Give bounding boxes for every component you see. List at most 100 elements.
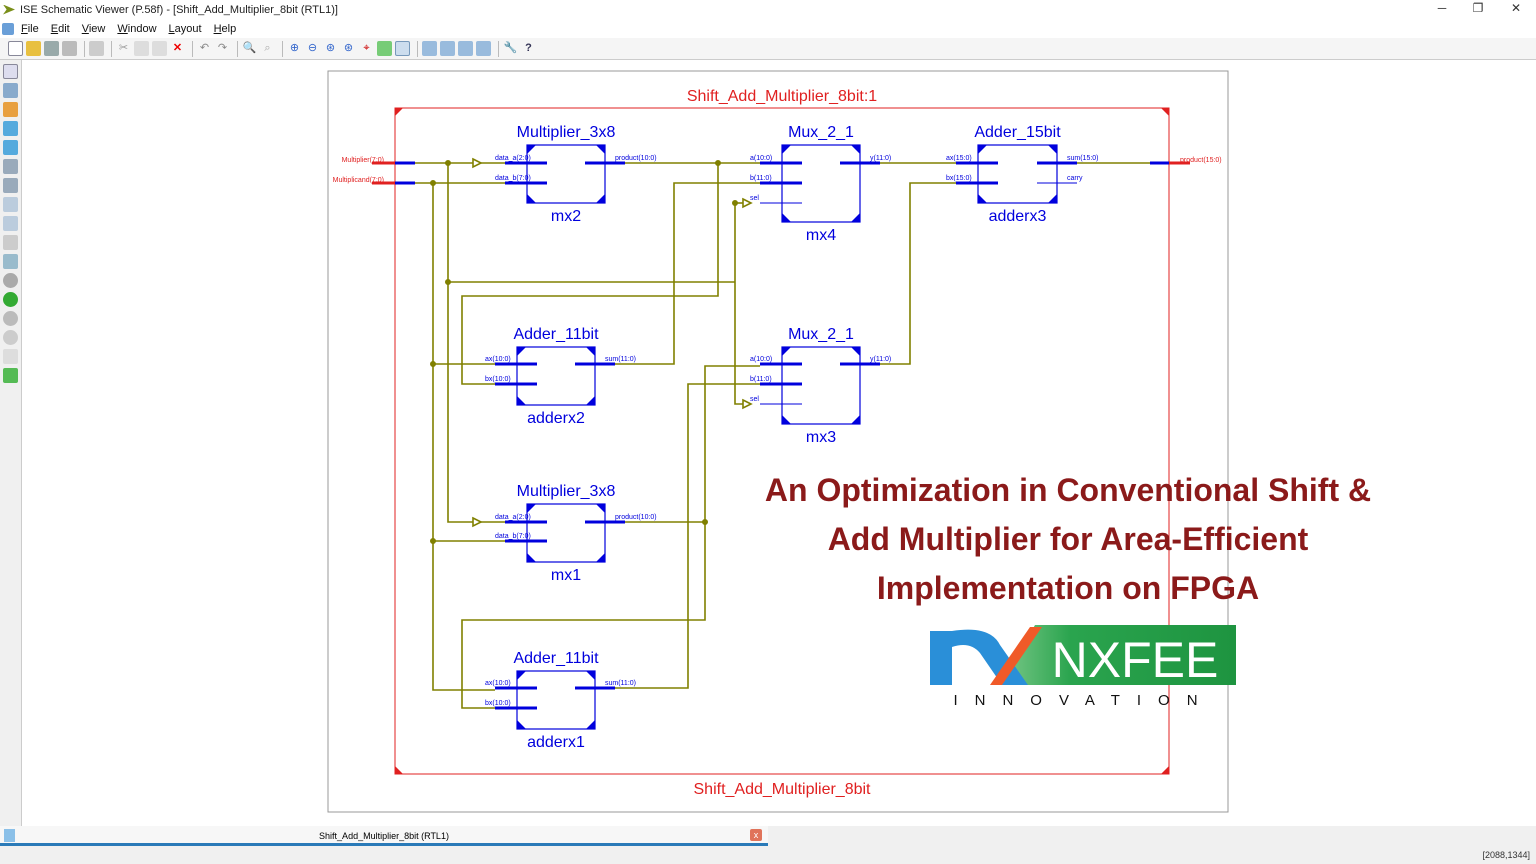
run-icon[interactable] [3,368,18,383]
properties-icon[interactable] [3,235,18,250]
menu-file[interactable]: File [21,22,39,35]
delete-icon[interactable]: ✕ [172,42,183,54]
tab-close-button[interactable]: x [750,829,762,841]
zoom-in-icon[interactable]: ⊕ [289,42,300,54]
zoom-area-icon[interactable]: ⌖ [363,42,370,54]
open-icon[interactable] [26,41,41,56]
expand-input-icon[interactable] [3,121,18,136]
wire[interactable] [461,163,719,385]
settings-wrench-icon[interactable]: 🔧 [503,42,518,54]
junction-dot [731,200,738,207]
menu-window[interactable]: Window [117,22,157,35]
left-toolbar [0,60,22,826]
menu-edit[interactable]: Edit [50,22,70,35]
redo-icon[interactable]: ↷ [217,42,228,54]
block-mx2[interactable]: Multiplier_3x8mx2data_a(2:0)data_b(7:0)p… [495,124,657,225]
tile-vertical-icon[interactable] [458,41,473,56]
port-label: data_a(2:0) [495,155,531,162]
wire[interactable] [432,183,495,691]
save-icon[interactable] [44,41,59,56]
schematic-icon[interactable] [3,178,18,193]
port-label: product(10:0) [615,514,657,521]
input-port-multiplicand[interactable]: Multiplicand(7:0) [333,177,384,184]
wire[interactable] [615,182,760,365]
expand-output-icon[interactable] [3,140,18,155]
back-icon[interactable] [3,292,18,307]
port-label: sum(15:0) [1067,155,1099,162]
trace-icon[interactable] [3,102,18,117]
float-icon[interactable] [476,41,491,56]
cut-icon[interactable]: ✂ [118,42,129,54]
app-logo-icon [3,4,15,15]
port-label: bx(10:0) [485,376,511,383]
document-icon [2,22,14,35]
document-tab[interactable]: Shift_Add_Multiplier_8bit (RTL1) x [0,826,768,846]
block-adderx1[interactable]: Adder_11bitadderx1ax(10:0)bx(10:0)sum(11… [485,650,636,751]
undo-icon[interactable]: ↶ [199,42,210,54]
find-icon[interactable]: 🔍 [242,42,257,54]
menu-layout[interactable]: Layout [168,22,202,35]
page-icon[interactable] [3,349,18,364]
pin-icon[interactable] [3,273,18,288]
block-body[interactable] [526,503,606,563]
close-button[interactable]: ✕ [1510,1,1522,15]
new-icon[interactable] [8,41,23,56]
port-label: bx(15:0) [946,175,972,182]
schematic-canvas[interactable] [22,60,1536,826]
logo-brand: NXFEE [1052,632,1219,688]
sheet2-icon[interactable] [3,216,18,231]
menu-bar: File Edit View Window Layout Help [0,19,1536,38]
output-port-product[interactable]: product(15:0) [1180,157,1222,164]
port-label: carry [1067,175,1083,182]
net-tool-icon[interactable] [3,83,18,98]
block-body[interactable] [977,144,1058,204]
help-icon[interactable]: ? [525,42,532,54]
zoom-selection-icon[interactable]: ⊛ [343,42,354,54]
refresh-icon[interactable] [377,41,392,56]
junction-dot [429,537,436,544]
minimize-button[interactable]: ─ [1437,1,1447,15]
tile-horizontal-icon[interactable] [440,41,455,56]
wire[interactable] [615,383,760,689]
menu-view[interactable]: View [81,22,106,35]
text-tool-icon[interactable] [3,254,18,269]
port-label: a(10:0) [750,356,772,363]
toolbar: ✂ ✕ ↶ ↷ 🔍 ⌕ ⊕ ⊖ ⊛ ⊛ ⌖ 🔧 ? [0,38,1536,60]
save-all-icon[interactable] [62,41,77,56]
restore-button[interactable]: ❐ [1472,1,1484,15]
zoom-fit-icon[interactable]: ⊛ [325,42,336,54]
wire[interactable] [447,163,505,523]
forward-icon[interactable] [3,311,18,326]
home-icon[interactable] [3,330,18,345]
sheet-icon[interactable] [3,197,18,212]
select-tool-icon[interactable] [3,64,18,79]
paste-icon[interactable] [152,41,167,56]
buffer-icon [742,398,753,410]
wire[interactable] [625,365,760,523]
port-label: y(11:0) [870,356,891,363]
block-type-label: Adder_11bit [513,650,599,667]
wire[interactable] [734,203,745,405]
block-mx1[interactable]: Multiplier_3x8mx1data_a(2:0)data_b(7:0)p… [495,483,657,584]
status-coordinates: [2088,1344] [1482,850,1530,860]
module-frame [394,107,1170,775]
cascade-icon[interactable] [422,41,437,56]
wire[interactable] [880,182,956,365]
block-adderx2[interactable]: Adder_11bitadderx2ax(10:0)bx(10:0)sum(11… [485,326,636,427]
block-instance-label: mx4 [806,227,836,244]
block-body[interactable] [516,346,596,406]
zoom-out-icon[interactable]: ⊖ [307,42,318,54]
print-icon[interactable] [89,41,104,56]
find-next-icon[interactable]: ⌕ [264,42,271,54]
input-port-multiplier[interactable]: Multiplier(7:0) [342,157,384,164]
copy-icon[interactable] [134,41,149,56]
block-body[interactable] [526,144,606,204]
hierarchy-icon[interactable] [3,159,18,174]
block-adderx3[interactable]: Adder_15bitadderx3ax(15:0)bx(15:0)sum(15… [946,124,1099,225]
wire[interactable] [461,522,706,709]
pan-icon[interactable] [395,41,410,56]
block-body[interactable] [516,670,596,730]
menu-help[interactable]: Help [213,22,237,35]
